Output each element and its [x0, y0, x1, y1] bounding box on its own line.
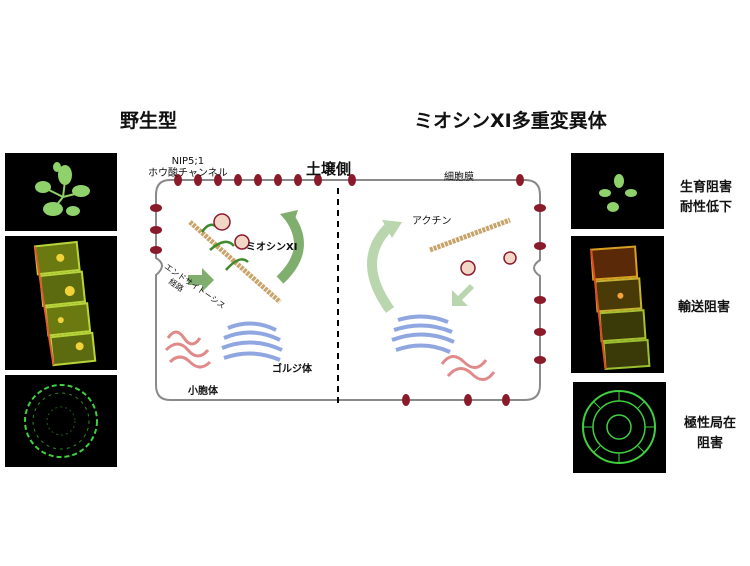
nip-channels-left	[150, 174, 322, 254]
arrow-head-up	[280, 210, 298, 228]
mutant-plant-image	[571, 153, 664, 229]
root-cross-section-mutant-icon	[582, 390, 656, 464]
cell-diagram	[150, 174, 546, 408]
soil-side-label: 土壌側	[306, 160, 352, 178]
growth-inhibition-line1: 生育阻害	[680, 180, 733, 195]
vesicle-cargo-right	[460, 251, 517, 276]
polarity-inhibition-line1: 極性局在	[684, 416, 737, 431]
er-icon-right	[440, 355, 496, 381]
nip-channel-label: NIP5;1 ホウ酸チャンネル	[148, 156, 228, 180]
cell-membrane-label: 細胞膜	[444, 172, 474, 183]
polarity-inhibition-line2: 阻害	[697, 436, 724, 451]
wild-type-plant-image	[5, 153, 117, 231]
nip-channels-right	[348, 174, 546, 406]
wild-type-title: 野生型	[120, 110, 178, 132]
growth-inhibition-line2: 耐性低下	[680, 200, 733, 215]
golgi-icon-left	[221, 321, 283, 362]
transport-arrow-up	[276, 215, 304, 284]
plant-seedling-icon	[35, 162, 90, 216]
arrow-head-dashed	[382, 220, 402, 238]
polarity-inhibition-label: 極性局在 阻害	[684, 414, 736, 454]
er-icon-left	[164, 330, 212, 369]
endocytosis-arrow	[188, 268, 214, 292]
vesicle-cargo-left	[213, 213, 250, 250]
down-arrow-dashed	[452, 284, 474, 306]
transport-inhibition-label: 輸送阻害	[678, 300, 731, 315]
fluorescent-cells-icon	[33, 240, 97, 367]
growth-inhibition-label: 生育阻害 耐性低下	[680, 178, 732, 218]
cell-membrane-outline	[155, 179, 541, 401]
actin-label: アクチン	[412, 216, 452, 227]
myosin-label: ミオシンXI	[246, 242, 298, 253]
nip-channel-line1: NIP5;1	[171, 156, 205, 167]
wild-type-root-section-image	[5, 375, 117, 467]
mutant-title: ミオシンXI多重変異体	[414, 110, 607, 132]
golgi-label: ゴルジ体	[272, 364, 312, 375]
transport-arrow-dashed	[367, 222, 395, 313]
er-label: 小胞体	[188, 386, 218, 397]
fluorescent-cells-mutant-icon	[590, 245, 651, 371]
actin-filament-right	[429, 217, 511, 253]
mutant-root-section-image	[573, 382, 666, 473]
mutant-cell-fluorescence-image	[571, 236, 664, 373]
golgi-icon-right	[391, 314, 455, 354]
nip-channel-line2: ホウ酸チャンネル	[148, 168, 228, 179]
plant-seedling-small-icon	[599, 174, 637, 212]
wild-type-cell-fluorescence-image	[5, 236, 117, 370]
root-cross-section-icon	[24, 384, 98, 458]
